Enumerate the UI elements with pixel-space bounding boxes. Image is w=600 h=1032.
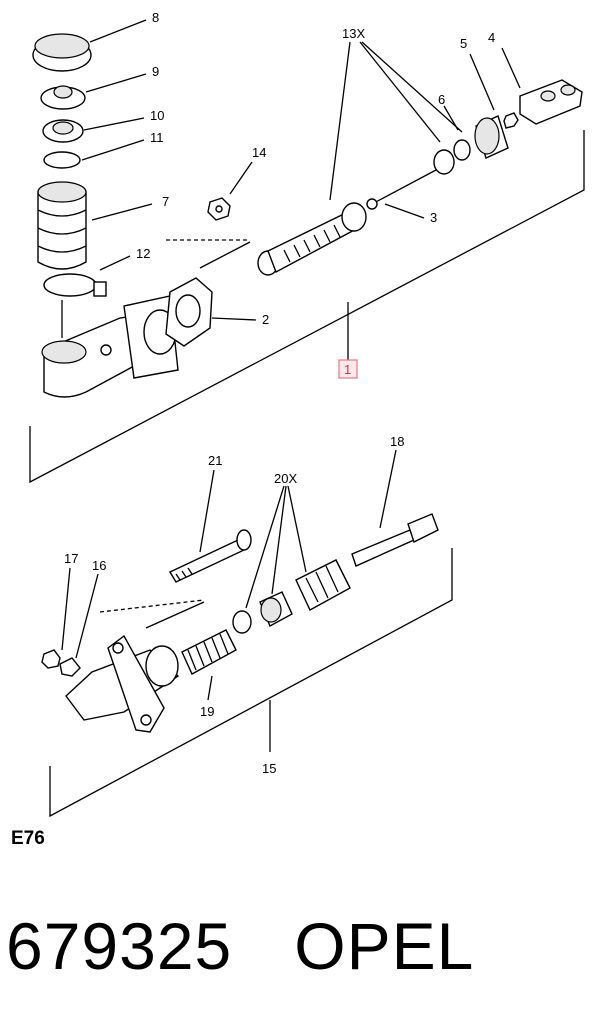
part-21-bolt	[169, 529, 252, 583]
callout-15: 15	[262, 761, 276, 776]
callout-1-highlight	[338, 359, 358, 379]
callout-14: 14	[252, 145, 266, 160]
leader-5	[469, 53, 495, 111]
part-20-boot	[295, 559, 351, 611]
callout-7: 7	[162, 194, 169, 209]
leader-8	[89, 19, 147, 43]
leader-2	[211, 317, 257, 321]
callout-4: 4	[488, 30, 495, 45]
assembly-bracket-upper	[29, 130, 585, 484]
part-13-piston	[257, 202, 367, 276]
assembly-bracket-lower	[49, 548, 453, 818]
leader-13-b	[359, 41, 441, 143]
part-number: 679325	[6, 909, 233, 983]
axis-lower	[145, 601, 205, 629]
callout-16: 16	[92, 558, 106, 573]
callout-3: 3	[430, 210, 437, 225]
part-20-seal	[232, 610, 252, 634]
callout-2: 2	[262, 312, 269, 327]
callout-18: 18	[390, 434, 404, 449]
part-18-push-rod	[351, 513, 439, 567]
part-9-seal	[40, 85, 86, 110]
axis-upper	[199, 241, 251, 269]
leader-18	[379, 449, 397, 529]
assembly-slave-cylinder	[41, 449, 453, 818]
slave-cylinder-body	[65, 634, 180, 733]
leader-13-c	[361, 41, 463, 133]
callout-21: 21	[208, 453, 222, 468]
callout-13: 13X	[342, 26, 365, 41]
part-20-piston	[259, 591, 293, 627]
part-4-clevis	[519, 79, 583, 125]
callout-19: 19	[200, 704, 214, 719]
part-2-gasket	[165, 277, 213, 347]
callout-17: 17	[64, 551, 78, 566]
part-6-circlip	[453, 139, 471, 161]
leader-19	[207, 675, 213, 701]
part-17-bleed-cap	[41, 649, 61, 669]
callout-10: 10	[150, 108, 164, 123]
callout-12: 12	[136, 246, 150, 261]
leader-21	[199, 469, 215, 553]
leader-12	[99, 255, 131, 271]
callout-20: 20X	[274, 471, 297, 486]
part-5-boot	[474, 115, 509, 159]
part-19-spring	[181, 629, 237, 675]
leader-3	[384, 203, 425, 219]
footer-caption: 679325 OPEL	[6, 908, 536, 984]
part-4-nut	[503, 112, 519, 129]
leader-10	[83, 117, 145, 131]
part-11-ring	[43, 151, 81, 169]
axis-dash-lower	[99, 599, 205, 613]
part-6-washer	[433, 149, 455, 175]
assembly-master-cylinder	[29, 19, 585, 484]
leader-9	[85, 73, 147, 93]
leader-13-a	[329, 41, 351, 201]
part-7-reservoir	[37, 181, 87, 270]
figure-code: E76	[11, 828, 45, 849]
part-8-cap	[32, 33, 92, 72]
part-10-filter	[42, 119, 84, 143]
callout-5: 5	[460, 36, 467, 51]
leader-4	[501, 47, 521, 89]
leader-7	[91, 203, 153, 221]
callout-6: 6	[438, 92, 445, 107]
brand-name: OPEL	[294, 909, 475, 983]
part-3-push-rod	[366, 169, 437, 210]
part-12-clamp	[43, 273, 107, 297]
part-14-nut	[207, 197, 231, 221]
callout-9: 9	[152, 64, 159, 79]
leader-11	[81, 139, 145, 161]
leader-17	[61, 567, 71, 651]
leader-20-b	[271, 485, 287, 595]
callout-1: 1	[344, 362, 351, 377]
leader-20-a	[245, 485, 285, 609]
callout-11: 11	[150, 130, 164, 145]
callout-8: 8	[152, 10, 159, 25]
master-cylinder-body	[41, 295, 179, 398]
leader-16	[75, 573, 99, 659]
part-16-bleed-screw	[59, 657, 81, 677]
leader-14	[229, 161, 253, 195]
leader-20-c	[287, 485, 307, 573]
